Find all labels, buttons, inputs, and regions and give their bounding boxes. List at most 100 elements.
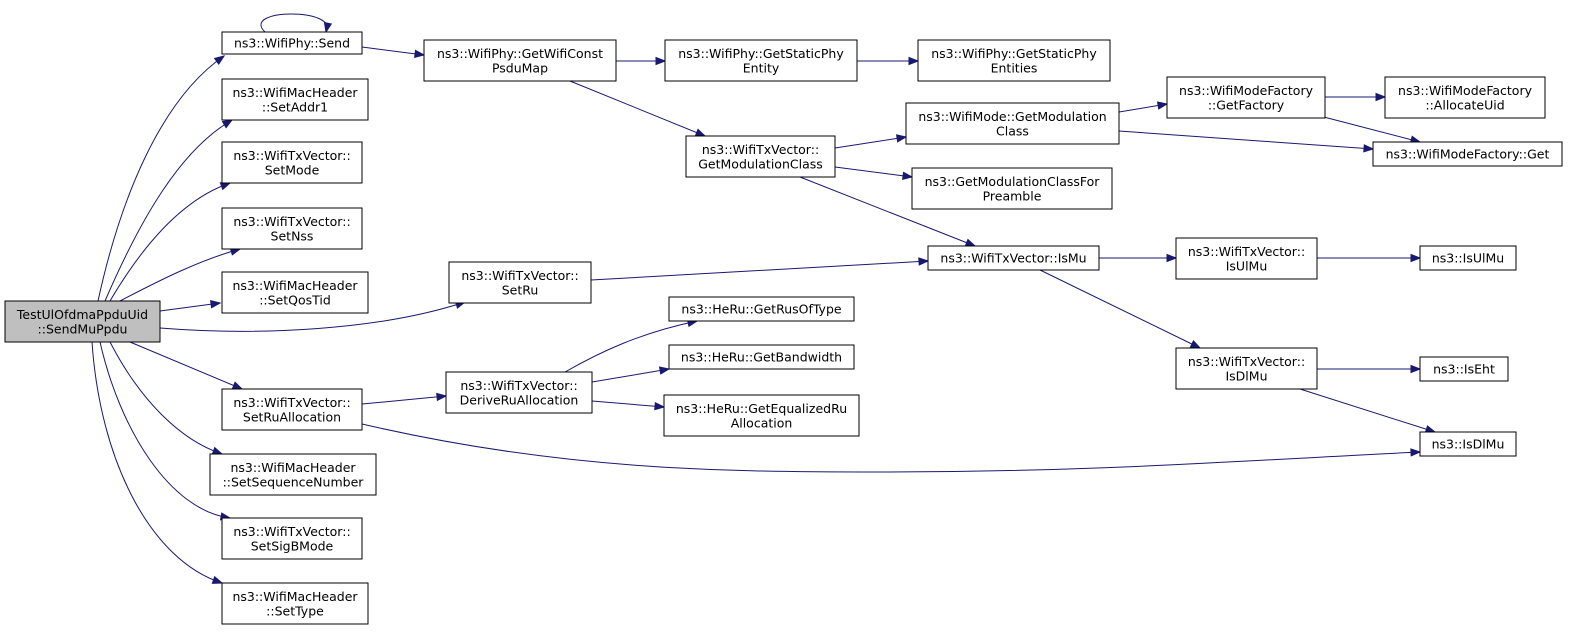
node-label-line: ns3::WifiMacHeader [230,460,356,475]
node-box [664,39,858,82]
node-factoryget[interactable]: ns3::WifiModeFactory::Get [1372,141,1563,167]
edge-txvgetmodulationclass-to-modegetmodulationclass [834,136,907,149]
edge-send-to-send [260,13,328,33]
node-setmode[interactable]: ns3::WifiTxVector::SetMode [221,141,363,184]
node-box [1372,141,1563,167]
node-box [911,167,1113,210]
node-label-line: Entities [991,60,1038,75]
node-isdlmu_tx[interactable]: ns3::WifiTxVector::IsDlMu [1175,347,1318,390]
node-label-line: Preamble [983,188,1042,203]
node-getfactory[interactable]: ns3::WifiModeFactory::GetFactory [1166,76,1326,119]
edge-arrowhead [213,55,226,65]
edge-arrowhead [211,575,224,584]
node-label-line: ns3::WifiTxVector:: [233,395,350,410]
node-label-line: ns3::HeRu::GetRusOfType [681,302,841,317]
node-box [927,245,1100,271]
node-label-line: ns3::HeRu::GetEqualizedRu [676,401,847,416]
node-ismu[interactable]: ns3::WifiTxVector::IsMu [927,245,1100,271]
edge-arrowhead [219,182,232,191]
edge-root-to-setsequencenumber [109,341,223,455]
edge-arrowhead [1375,92,1387,102]
node-setruallocation[interactable]: ns3::WifiTxVector::SetRuAllocation [221,388,363,431]
edge-root-to-settype [91,341,223,584]
node-getrusoftype[interactable]: ns3::HeRu::GetRusOfType [668,296,855,322]
node-label-line: ns3::WifiMode::GetModulation [918,109,1106,124]
node-label-line: ns3::WifiTxVector:: [460,378,577,393]
node-label-line: ns3::WifiTxVector:: [702,142,819,157]
node-send[interactable]: ns3::WifiPhy::Send [221,31,363,55]
node-setru[interactable]: ns3::WifiTxVector::SetRu [448,261,592,304]
node-box [905,102,1120,145]
edge-arrowhead [1156,101,1169,110]
edge-txvgetmodulationclass-to-ismu [799,176,976,247]
edge-arrowhead [654,401,666,411]
node-iseht[interactable]: ns3::IsEht [1419,356,1509,382]
edge-arrowhead [436,392,448,402]
node-setsigbmode[interactable]: ns3::WifiTxVector::SetSigBMode [221,517,363,560]
node-isulmu_tx[interactable]: ns3::WifiTxVector::IsUlMu [1175,237,1318,280]
node-setnss[interactable]: ns3::WifiTxVector::SetNss [221,207,363,250]
node-label-line: SetRuAllocation [243,409,341,424]
node-box [685,135,836,178]
node-label-line: ns3::IsEht [1433,362,1495,377]
node-box [423,39,617,82]
node-label-line: Entity [743,60,780,75]
edge-root-to-setsigbmode [99,341,231,519]
edge-arrowhead [902,171,914,180]
edge-arrowhead [210,300,222,309]
node-label-line: ns3::WifiTxVector:: [233,148,350,163]
node-label-line: ::SetSequenceNumber [223,474,365,489]
node-modegetmodulationclass[interactable]: ns3::WifiMode::GetModulationClass [905,102,1120,145]
node-setsequencenumber[interactable]: ns3::WifiMacHeader::SetSequenceNumber [209,453,377,496]
node-label-line: ::AllocateUid [1425,97,1504,112]
node-label-line: ns3::IsUlMu [1432,251,1504,266]
node-box [668,344,855,370]
edge-deriveruallocation-to-getbandwidth [591,368,670,383]
node-deriveruallocation[interactable]: ns3::WifiTxVector::DeriveRuAllocation [445,371,593,414]
edge-setruallocation-to-deriveruallocation [361,395,447,405]
node-isdlmu[interactable]: ns3::IsDlMu [1419,431,1517,457]
edge-arrowhead [1410,448,1422,457]
node-label-line: ns3::WifiModeFactory::Get [1386,147,1550,162]
node-root[interactable]: TestUlOfdmaPpduUid::SendMuPpdu [4,300,161,343]
node-setqostid[interactable]: ns3::WifiMacHeader::SetQosTid [221,271,369,314]
edge-arrowhead [1410,253,1422,263]
node-label-line: ns3::WifiMacHeader [232,85,358,100]
node-label-line: ns3::WifiTxVector:: [461,268,578,283]
node-txvgetmodulationclass[interactable]: ns3::WifiTxVector::GetModulationClass [685,135,836,178]
node-box [221,31,363,55]
node-getbandwidth[interactable]: ns3::HeRu::GetBandwidth [668,344,855,370]
edge-getfactory-to-factoryget [1319,115,1421,143]
node-box [221,271,369,314]
edge-arrowhead [323,21,333,34]
node-settype[interactable]: ns3::WifiMacHeader::SetType [221,582,369,625]
node-label-line: ns3::WifiTxVector:: [233,214,350,229]
node-isulmu[interactable]: ns3::IsUlMu [1419,245,1517,271]
node-label-line: ::SetType [266,603,324,618]
node-label-line: ::GetFactory [1208,97,1285,112]
node-label-line: ns3::WifiTxVector:: [1188,244,1305,259]
edge-arrowhead [918,257,930,266]
node-box [221,388,363,431]
node-box [1419,356,1509,382]
edge-setruallocation-to-isdlmu [361,423,1421,473]
nodes-layer: TestUlOfdmaPpduUid::SendMuPpdu ns3::WifiP… [4,31,1563,625]
edge-root-to-setru [159,301,466,332]
edge-deriveruallocation-to-getrusoftype [564,320,698,373]
node-box [209,453,377,496]
node-setaddr1[interactable]: ns3::WifiMacHeader::SetAddr1 [221,78,369,121]
node-label-line: ::SetAddr1 [262,99,328,114]
edge-arrowhead [895,134,908,143]
node-allocateuid[interactable]: ns3::WifiModeFactory::AllocateUid [1384,76,1546,119]
node-label-line: IsUlMu [1226,258,1268,273]
node-label-line: SetSigBMode [251,538,334,553]
node-label-line: ns3::WifiTxVector:: [233,524,350,539]
edge-arrowhead [414,49,426,58]
node-label-line: ns3::WifiTxVector:: [1188,354,1305,369]
